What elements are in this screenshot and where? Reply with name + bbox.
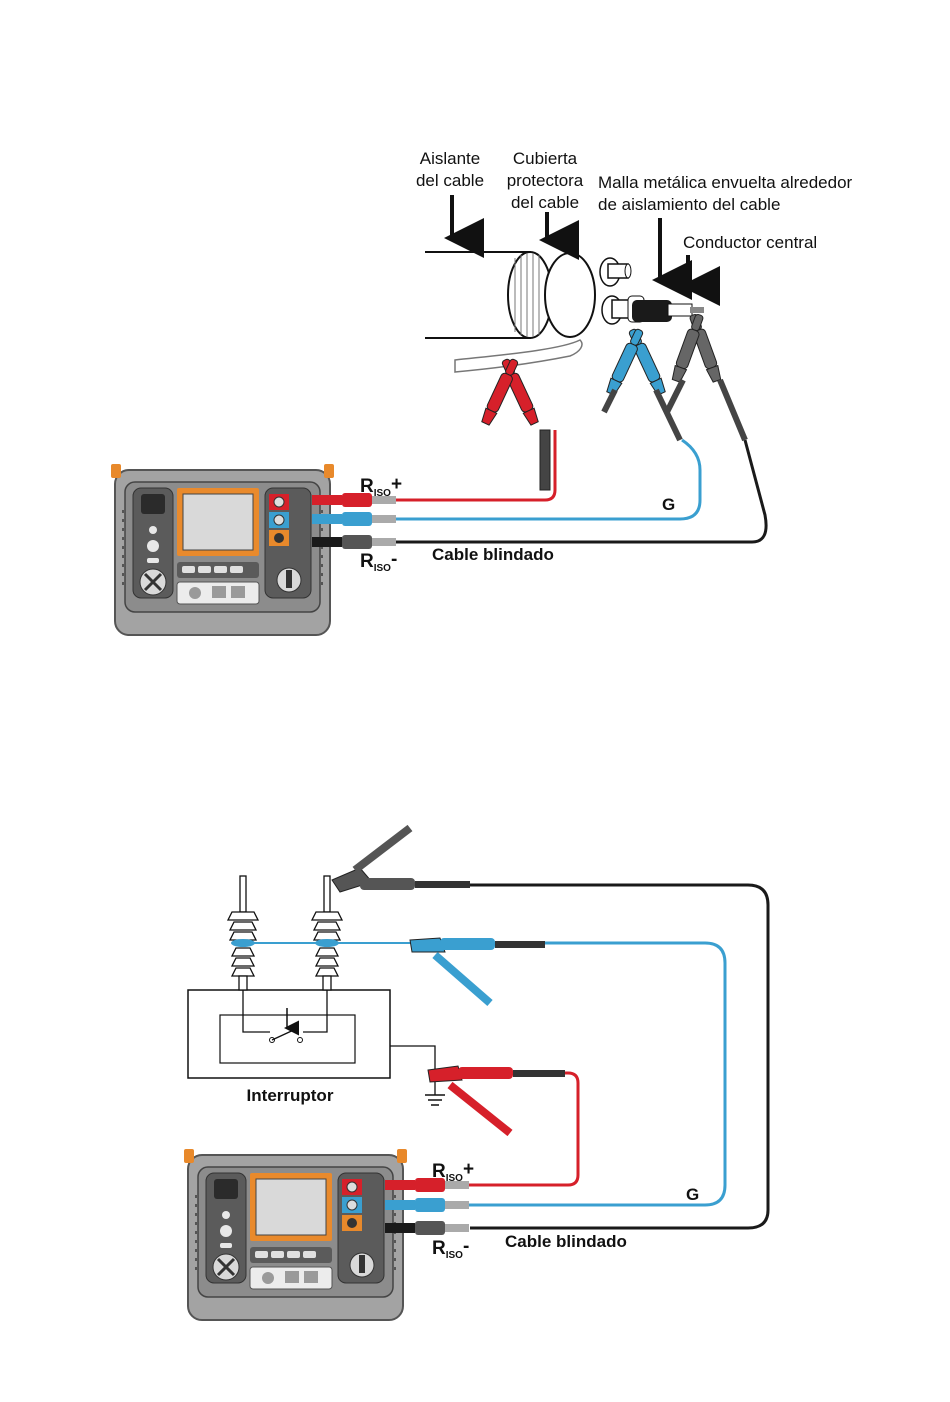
breaker-label: Interruptor (247, 1086, 334, 1105)
shield-label-line2: de aislamiento del cable (598, 195, 780, 214)
riso-minus-label-2: RISO- (432, 1236, 469, 1261)
guard-label: G (662, 495, 675, 514)
breaker-diagram: Interruptor (184, 828, 768, 1320)
black-plug (312, 535, 396, 549)
black-lead (395, 440, 766, 542)
black-clip (667, 313, 745, 440)
shielded-cable-drawing (425, 252, 704, 372)
insulation-label-line2: del cable (416, 171, 484, 190)
red-lead-2 (465, 1073, 578, 1185)
jacket-label-line3: del cable (511, 193, 579, 212)
shielded-cable-label: Cable blindado (432, 545, 554, 564)
jacket-label-line1: Cubierta (513, 149, 578, 168)
blue-plug (312, 512, 396, 526)
black-lead-2 (470, 885, 768, 1228)
blue-plug-2 (385, 1198, 469, 1212)
insulation-meter (111, 464, 334, 635)
guard-label-2: G (686, 1185, 699, 1204)
red-lead (395, 430, 555, 500)
jacket-label-line2: protectora (507, 171, 584, 190)
red-clip (480, 357, 550, 490)
riso-plus-label-2: RISO+ (432, 1159, 474, 1184)
red-clip-2 (428, 1066, 565, 1133)
conductor-label: Conductor central (683, 233, 817, 252)
riso-minus-label: RISO- (360, 549, 397, 574)
blue-clip (604, 327, 680, 440)
insulation-label-line1: Aislante (420, 149, 480, 168)
cable-diagram: Aislante del cable Cubierta protectora d… (111, 149, 853, 635)
riso-plus-label: RISO+ (360, 474, 402, 499)
shield-label-line1: Malla metálica envuelta alrededor (598, 173, 853, 192)
shielded-cable-label-2: Cable blindado (505, 1232, 627, 1251)
black-clip-2 (332, 828, 470, 892)
blue-clip-2 (410, 938, 545, 1003)
bushing-left (228, 876, 258, 990)
bushing-right (312, 876, 342, 990)
insulation-meter-2 (184, 1149, 407, 1320)
black-plug-2 (385, 1221, 469, 1235)
